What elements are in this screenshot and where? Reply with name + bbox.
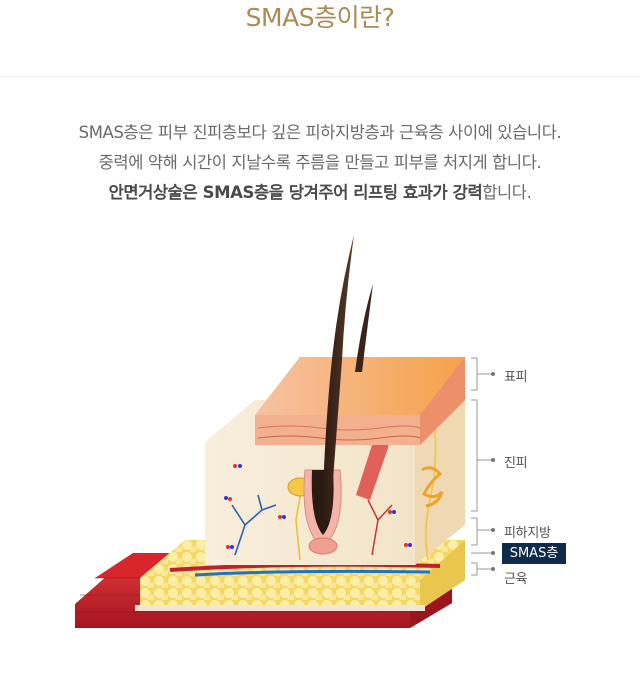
label-smas: SMAS층 [502,543,566,564]
description: SMAS층은 피부 진피층보다 깊은 피하지방층과 근육층 사이에 있습니다. … [0,118,640,208]
description-line-1: SMAS층은 피부 진피층보다 깊은 피하지방층과 근육층 사이에 있습니다. [78,123,562,142]
label-dermis: 진피 [504,456,528,471]
layer-brackets [471,357,493,576]
description-emphasis: 안면거상술은 SMAS층을 당겨주어 리프팅 효과가 강력 [108,183,483,202]
label-muscle: 근육 [504,572,528,587]
label-subcutaneous: 피하지방 [504,526,551,541]
hair-shaft-short [355,284,373,372]
divider [0,76,640,77]
page-title: SMAS층이란? [245,3,395,32]
description-line-3: 안면거상술은 SMAS층을 당겨주어 리프팅 효과가 강력합니다. [0,178,640,208]
epidermis-layer [255,357,465,445]
label-epidermis: 표피 [504,370,528,385]
hair-shaft [322,235,354,520]
description-line-2: 중력에 약해 시간이 지날수록 주름을 만들고 피부를 처지게 합니다. [98,153,542,172]
description-line-3-end: 합니다. [482,183,532,202]
